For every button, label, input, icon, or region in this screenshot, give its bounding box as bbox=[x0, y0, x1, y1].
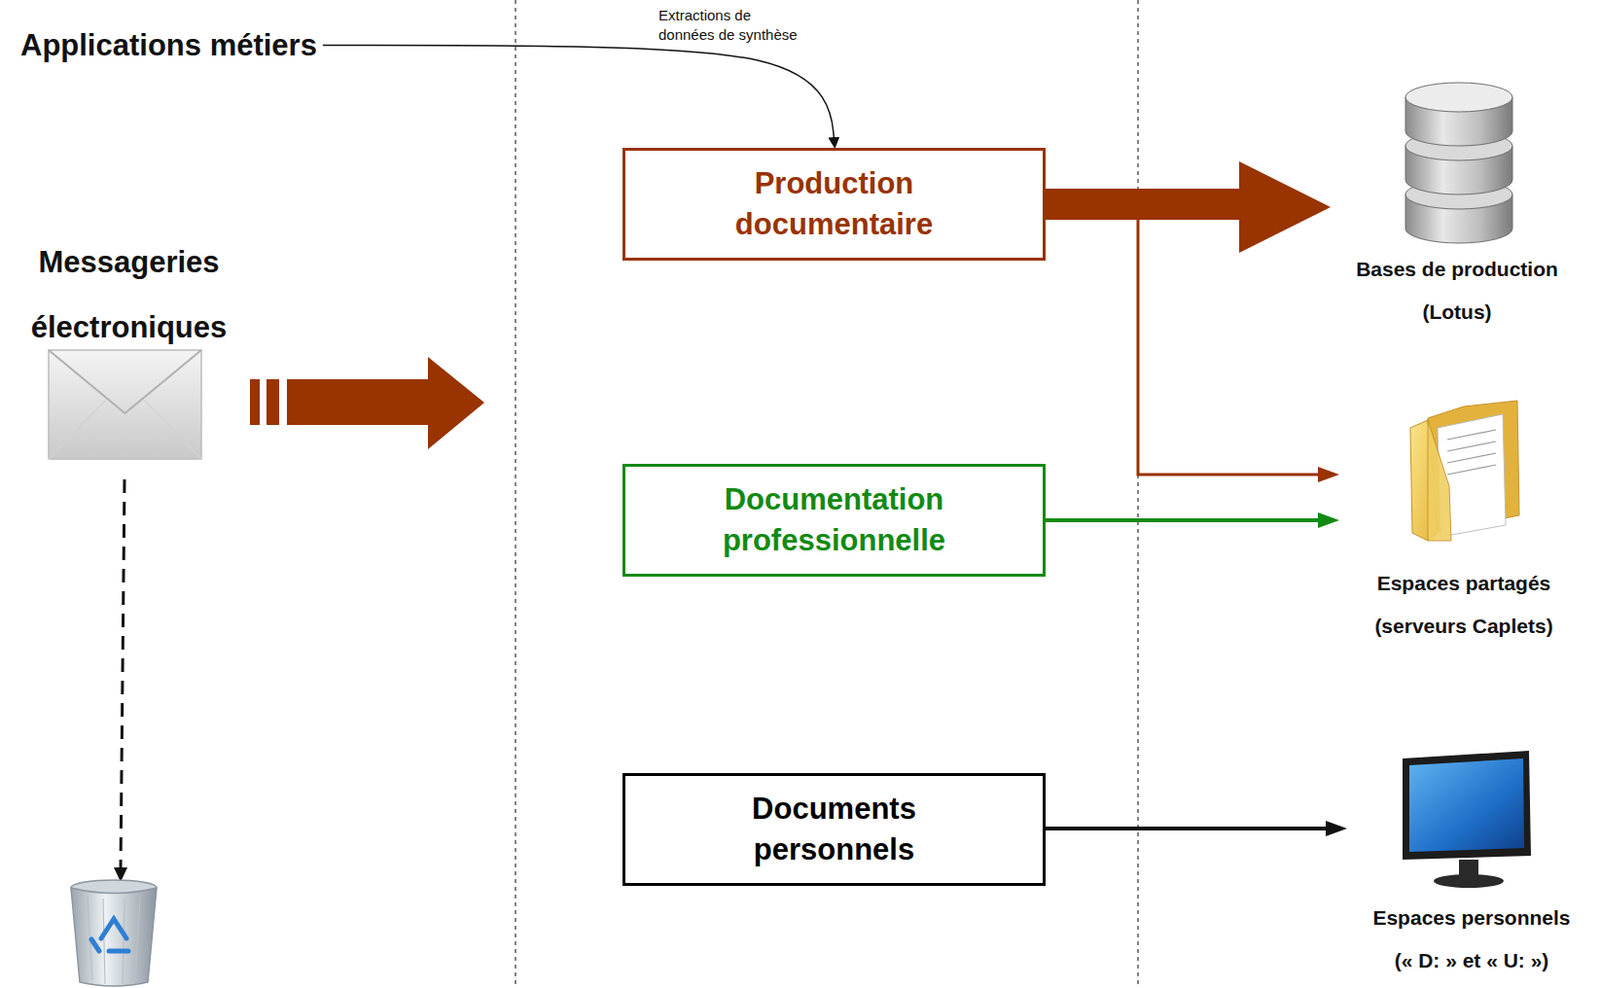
separator-lines bbox=[515, 0, 1138, 988]
mail-flow-arrow bbox=[249, 356, 485, 450]
storage-node: Espaces partagés (serveurs Caplets) bbox=[1337, 400, 1591, 648]
box-title: Documentation professionnelle bbox=[678, 479, 991, 562]
node-label: Espaces partagés (serveurs Caplets) bbox=[1356, 562, 1571, 648]
process-box: Documents personnels bbox=[622, 773, 1046, 887]
node-label: Bases de production (Lotus) bbox=[1350, 248, 1565, 334]
system-label: Applications métiers bbox=[20, 27, 318, 64]
node-label: Applications métiers bbox=[20, 27, 318, 64]
box-title: Production documentaire bbox=[678, 163, 991, 246]
envelope-icon bbox=[48, 350, 202, 460]
main-flow-arrow bbox=[1045, 161, 1331, 253]
edge-label: Extractions de données de synthèse bbox=[658, 5, 804, 45]
folder-icon bbox=[1410, 400, 1520, 541]
trash-icon bbox=[71, 880, 157, 987]
flow-arrow bbox=[1045, 518, 1328, 523]
branch-arrow bbox=[1043, 217, 1328, 475]
source-node: Messageries électroniques bbox=[0, 229, 258, 360]
process-box: Production documentaire bbox=[622, 147, 1046, 261]
process-box: Documentation professionnelle bbox=[622, 463, 1046, 577]
flow-arrow bbox=[1045, 826, 1336, 831]
box-title: Documents personnels bbox=[678, 788, 991, 871]
node-label: Espaces personnels (« D: » et « U: ») bbox=[1364, 896, 1579, 983]
monitor-icon bbox=[1402, 750, 1531, 889]
storage-node: Espaces personnels (« D: » et « U: ») bbox=[1345, 749, 1599, 983]
delete-arrow bbox=[113, 479, 128, 883]
storage-node: Bases de production (Lotus) bbox=[1330, 86, 1584, 334]
database-icon bbox=[1405, 82, 1513, 244]
node-label: Messageries électroniques bbox=[0, 229, 258, 360]
extraction-arrow bbox=[322, 45, 835, 141]
